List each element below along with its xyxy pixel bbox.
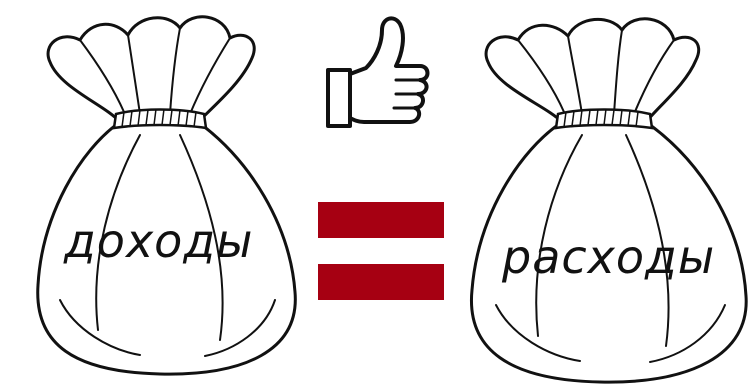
expense-bag: расходы bbox=[450, 0, 740, 391]
expense-label: расходы bbox=[502, 230, 715, 284]
equals-bar-top bbox=[318, 202, 444, 238]
money-bag-left-icon bbox=[20, 0, 310, 391]
equals-bar-bottom bbox=[318, 264, 444, 300]
thumbs-up-icon bbox=[322, 10, 432, 130]
money-bag-right-icon bbox=[450, 0, 750, 391]
income-label: доходы bbox=[64, 214, 253, 268]
equals-sign bbox=[318, 202, 444, 300]
income-bag: доходы bbox=[20, 0, 310, 391]
